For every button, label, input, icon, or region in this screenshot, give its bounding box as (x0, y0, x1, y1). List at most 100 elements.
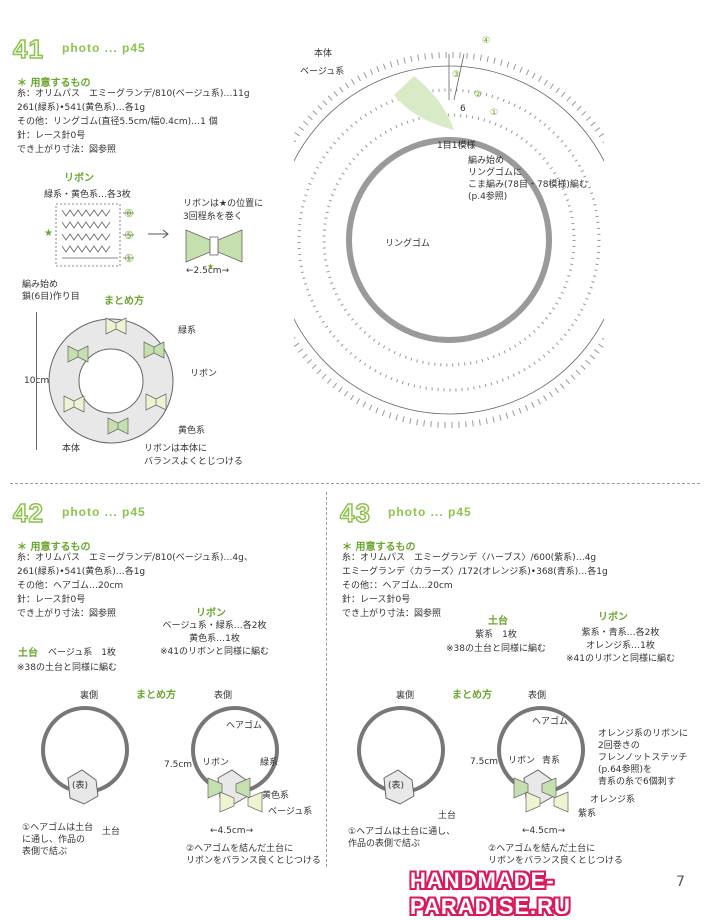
hair-label-42: ヘアゴム (226, 721, 263, 731)
assembly-note2-42: ②ヘアゴムを結んだ土台にリボンをバランス良くとじつける (186, 844, 321, 866)
watermark: HANDMADE-PARADISE.RU (410, 868, 571, 919)
back-label-42: 裏側 (80, 691, 99, 701)
height-label-42: 7.5cm (164, 760, 193, 770)
page-number: 7 (676, 874, 685, 890)
label-green: 緑系 (260, 758, 279, 768)
front-label-43: 表側 (528, 691, 547, 701)
pattern-number-41: 41 (12, 33, 44, 65)
base-heading-42: 土台 (18, 648, 38, 659)
material-line: その他：リングゴム(直径5.5cm/幅0.4cm)…1 個 (17, 117, 218, 127)
label-orange: オレンジ系 (590, 795, 636, 805)
materials-list-43: 糸：オリムパス エミーグランデ〈ハーブス〉/600(紫系)…4g エミーグランデ… (342, 551, 608, 621)
label-blue: 青系 (542, 756, 561, 766)
ribbon-width-41: ←2.5cm→ (186, 266, 230, 276)
row-label: ① (124, 252, 134, 265)
label-yellow: 黄色系 (178, 426, 206, 436)
mark-2: ② (474, 90, 483, 100)
mark-1: ① (490, 108, 499, 118)
photo-ref-42: photo ... p45 (62, 505, 146, 519)
materials-list-42: 糸：オリムパス エミーグランデ/810(ベージュ系)…4g、 261(緑系)•5… (17, 551, 253, 621)
label-yellow: 黄色系 (262, 791, 290, 801)
start-note-41: 編み始めリングゴムにこま編み(78目・78模様)編む(p.4参照) (468, 156, 588, 202)
base-lines-43: 紫系 1枚※38の土台と同様に編む (446, 630, 546, 654)
material-line: その他：：ヘアゴム…20cm (342, 581, 453, 591)
material-line: 針：レース針0号 (17, 595, 86, 605)
photo-ref-41: photo ... p45 (62, 41, 146, 55)
omote-label-42: (表) (72, 781, 89, 791)
materials-list-41: 糸：オリムパス エミーグランデ/810(ベージュ系)…11g 261(緑系)•5… (17, 87, 250, 157)
material-line: 糸：オリムパス エミーグランデ/810(ベージュ系)…4g、 (17, 553, 253, 563)
width-label-42: ←4.5cm→ (210, 826, 254, 836)
divider (10, 483, 700, 484)
ribbon-colors-41: 緑系・黄色系…各3枚 (44, 190, 131, 200)
ribbon-heading-43: リボン (598, 612, 628, 623)
ribbon-heading-42: リボン (196, 608, 226, 619)
assembly-note1-42: ①ヘアゴムは土台に通し、作品の表側で結ぶ (22, 823, 94, 857)
assembly-note1-43: ①ヘアゴムは土台に通し、作品の表側で結ぶ (348, 827, 456, 849)
base-label-43: 土台 (438, 811, 457, 821)
base-label-42: 土台 (102, 827, 121, 837)
bow-icon: ★ (185, 229, 243, 270)
base-note-42: ※38の土台と同様に編む (17, 663, 117, 673)
divider (326, 492, 327, 867)
svg-text:★: ★ (44, 228, 53, 239)
row-label: ⑤ (124, 229, 134, 242)
ribbon-chain-41: 鎖(6目)作り目 (22, 292, 80, 302)
base-color-42: ベージュ系 1枚 (48, 648, 116, 658)
label-ribbon: リボン (190, 369, 218, 379)
label-ribbon: リボン (508, 756, 536, 766)
material-line: 261(緑系)•541(黄色系)…各1g (17, 103, 146, 113)
assembly-heading-41: まとめ方 (104, 296, 144, 307)
assembly-note-41: リボンは本体にバランスよくとじつける (144, 444, 243, 467)
photo-ref-43: photo ... p45 (388, 505, 472, 519)
mark-4: ④ (482, 36, 491, 46)
material-line: 261(緑系)•541(黄色系)…各1g (17, 567, 146, 577)
label-ribbon: リボン (202, 758, 230, 768)
material-line: 糸：オリムパス エミーグランデ/810(ベージュ系)…11g (17, 89, 250, 99)
diagram-color: ベージュ系 (300, 67, 345, 77)
hair-tie-illustration-42 (41, 706, 279, 813)
diagram-title: 本体 (314, 49, 333, 59)
pattern-number-42: 42 (12, 497, 44, 529)
hair-label-43: ヘアゴム (532, 717, 569, 727)
base-heading-43: 土台 (488, 616, 508, 627)
crochet-body-diagram (294, 52, 604, 428)
label-beige: ベージュ系 (268, 807, 313, 817)
back-label-43: 裏側 (396, 691, 415, 701)
svg-text:★: ★ (207, 262, 214, 270)
material-line: 糸：オリムパス エミーグランデ〈ハーブス〉/600(紫系)…4g (342, 553, 597, 563)
ribbon-heading-41: リボン (64, 173, 94, 184)
materials-heading-41: ＊ 用意するもの (17, 78, 91, 89)
material-line: エミーグランデ〈カラーズ〉/172(オレンジ系)•368(青系)…各1g (342, 567, 608, 577)
hair-tie-illustration-43 (357, 706, 585, 813)
ring-label: リングゴム (385, 239, 431, 249)
size-line (36, 312, 37, 450)
materials-heading-43: ＊ 用意するもの (342, 542, 416, 553)
mark-3: ③ (452, 70, 461, 80)
ribbon-lines-43: 紫系・青系…各2枚オレンジ系…1枚※41のリボンと同様に編む (566, 628, 675, 664)
materials-heading-42: ＊ 用意するもの (17, 542, 91, 553)
ribbon-lines-42: ベージュ系・緑系…各2枚黄色系…1枚※41のリボンと同様に編む (160, 621, 269, 657)
material-line: でき上がり寸法：図参照 (17, 145, 117, 155)
mark-6: 6 (460, 104, 466, 114)
assembly-heading-42: まとめ方 (136, 690, 176, 701)
width-label-43: ←4.5cm→ (522, 826, 566, 836)
material-line: 針：レース針0号 (17, 131, 86, 141)
material-line: でき上がり寸法：図参照 (17, 609, 117, 619)
pattern-number-43: 43 (339, 497, 371, 529)
label-body: 本体 (62, 444, 81, 454)
material-line: でき上がり寸法：図参照 (342, 609, 442, 619)
material-line: 針：レース針0号 (342, 595, 411, 605)
arrow-icon (148, 229, 169, 239)
wreath-illustration (48, 317, 174, 444)
assembly-heading-43: まとめ方 (452, 690, 492, 701)
ribbon-start-41: 編み始め (22, 280, 59, 290)
material-line: その他：ヘアゴム…20cm (17, 581, 124, 591)
front-label-42: 表側 (214, 691, 233, 701)
label-purple: 紫系 (578, 809, 597, 819)
assembly-note2-43: ②ヘアゴムを結んだ土台にリボンをバランス良くとじつける (488, 844, 623, 866)
row-label: ⑧ (124, 207, 134, 220)
ribbon-chart-41: ★ (44, 203, 134, 267)
